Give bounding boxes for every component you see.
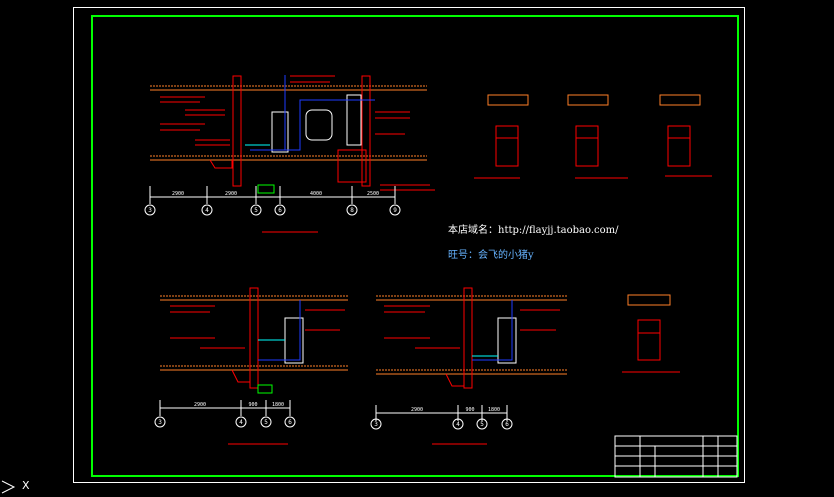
axis-label: 5 (264, 419, 268, 426)
drawing-frame (91, 15, 739, 477)
axis-label: 4 (456, 421, 460, 428)
axis-label: 4 (239, 419, 243, 426)
dimension-text: 2900 (194, 402, 206, 408)
dimension-text: 1800 (272, 402, 284, 408)
ucs-icon (1, 480, 16, 494)
section-top (144, 75, 435, 233)
ucs-x-label: X (22, 479, 30, 492)
store-url-note: 本店域名：http://flayjj.taobao.com/ (448, 225, 619, 236)
axis-label: 5 (480, 421, 484, 428)
dimension-text: 4000 (310, 191, 322, 197)
dimension-text: 2900 (411, 407, 423, 413)
details-top-right (474, 94, 712, 373)
dimension-text: 2900 (172, 191, 184, 197)
sheet-outer-border (73, 7, 745, 483)
axis-label: 8 (350, 207, 354, 214)
section-bottom-middle (370, 287, 567, 445)
axis-label: 3 (374, 421, 378, 428)
axis-label: 3 (158, 419, 162, 426)
dimension-text: 2900 (225, 191, 237, 197)
axis-label: 6 (278, 207, 282, 214)
dimension-text: 900 (465, 407, 474, 413)
axis-label: 6 (288, 419, 292, 426)
dimension-text: 900 (248, 402, 257, 408)
axis-label: 3 (148, 207, 152, 214)
axis-label: 4 (205, 207, 209, 214)
wangwang-note: 旺号：会飞的小猪y (448, 250, 534, 261)
axis-label: 5 (254, 207, 258, 214)
title-block (614, 435, 738, 478)
section-bottom-left (154, 287, 348, 445)
dimension-text: 1800 (488, 407, 500, 413)
axis-label: 6 (505, 421, 509, 428)
dimension-text: 2500 (367, 191, 379, 197)
axis-label: 9 (393, 207, 397, 214)
